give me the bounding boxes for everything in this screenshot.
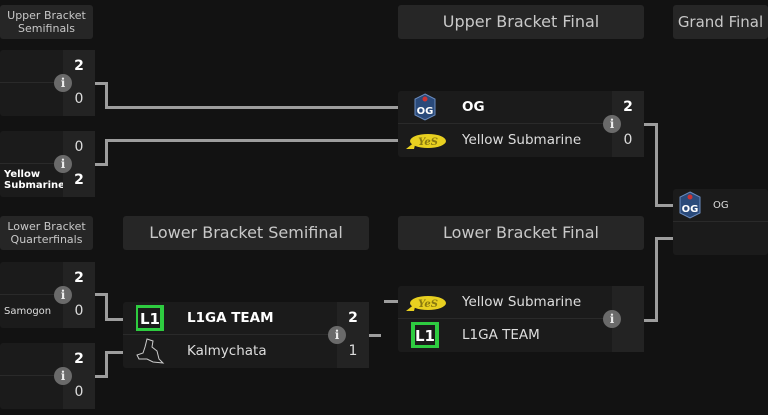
svg-text:OG: OG [417, 106, 434, 117]
svg-text:L1: L1 [140, 310, 160, 328]
match-ub-semi-1[interactable]: 2 0 i [0, 50, 95, 116]
l1ga-logo-icon: L1 [127, 304, 173, 332]
header-upper-bracket-final: Upper Bracket Final [398, 5, 644, 39]
kalmychata-logo-icon [127, 337, 173, 365]
match-lb-quarter-2[interactable]: 2 0 i [0, 343, 95, 409]
match-ub-semi-2[interactable]: Yellow Submarine 0 2 i [0, 131, 95, 197]
header-lower-bracket-final: Lower Bracket Final [398, 216, 644, 250]
team-row[interactable]: YeS Yellow Submarine [398, 286, 612, 319]
info-icon[interactable]: i [54, 286, 72, 304]
info-icon[interactable]: i [54, 74, 72, 92]
header-lower-bracket-semifinal: Lower Bracket Semifinal [123, 216, 369, 250]
team-name: OG [713, 199, 729, 211]
team-name: Kalmychata [187, 343, 267, 359]
team-row[interactable] [0, 83, 63, 115]
team-row[interactable]: Yellow Submarine [0, 164, 65, 196]
team-row[interactable] [0, 376, 63, 408]
info-icon[interactable]: i [603, 115, 621, 133]
team-row[interactable]: Kalmychata [123, 335, 337, 367]
team-row[interactable] [0, 50, 63, 83]
team-name: L1GA TEAM [187, 310, 274, 326]
yellow-submarine-logo-icon: YeS [402, 289, 448, 315]
header-grand-final: Grand Final [673, 5, 768, 39]
og-logo-icon: OG [402, 93, 448, 121]
score: 0 [612, 124, 644, 157]
team-row[interactable] [673, 222, 768, 254]
team-row[interactable]: OG OG [673, 189, 768, 222]
team-row[interactable] [0, 262, 63, 295]
l1ga-logo-icon: L1 [402, 321, 448, 349]
team-name: L1GA TEAM [462, 327, 540, 343]
svg-text:YeS: YeS [418, 299, 438, 310]
team-row[interactable]: OG OG [398, 91, 612, 124]
match-lb-quarter-1[interactable]: Samogon 2 0 i [0, 262, 95, 328]
team-name: Yellow Submarine [4, 169, 65, 191]
header-lower-bracket-quarterfinals: Lower Bracket Quarterfinals [0, 216, 93, 250]
team-name: OG [462, 99, 485, 115]
team-row[interactable]: YeS Yellow Submarine [398, 124, 612, 156]
yellow-submarine-logo-icon: YeS [402, 127, 448, 153]
header-upper-bracket-semifinals: Upper Bracket Semifinals [0, 5, 93, 39]
team-row[interactable] [0, 131, 63, 164]
score: 0 [63, 131, 95, 164]
team-name: Samogon [4, 305, 52, 317]
svg-text:YeS: YeS [418, 137, 438, 148]
info-icon[interactable]: i [54, 367, 72, 385]
team-row[interactable]: L1 L1GA TEAM [123, 302, 337, 335]
match-lb-semifinal[interactable]: L1 L1GA TEAM Kalmychata 2 1 i [123, 302, 369, 368]
og-logo-icon: OG [675, 191, 705, 219]
info-icon[interactable]: i [603, 310, 621, 328]
svg-text:L1: L1 [415, 327, 435, 345]
team-name: Yellow Submarine [462, 132, 582, 148]
team-row[interactable]: L1 L1GA TEAM [398, 319, 612, 351]
svg-text:OG: OG [682, 204, 699, 215]
info-icon[interactable]: i [54, 155, 72, 173]
team-row[interactable] [0, 343, 63, 376]
match-grand-final[interactable]: OG OG [673, 189, 768, 255]
team-row[interactable]: Samogon [0, 295, 63, 327]
match-lb-final[interactable]: YeS Yellow Submarine L1 L1GA TEAM i [398, 286, 644, 352]
match-ub-final[interactable]: OG OG YeS Yellow Submarine 2 0 i [398, 91, 644, 157]
info-icon[interactable]: i [328, 326, 346, 344]
team-name: Yellow Submarine [462, 294, 582, 310]
